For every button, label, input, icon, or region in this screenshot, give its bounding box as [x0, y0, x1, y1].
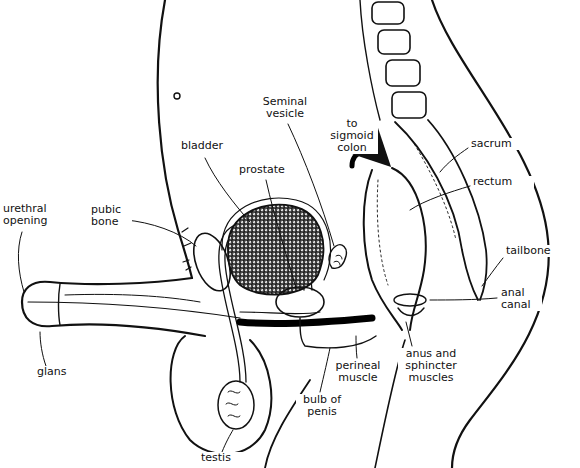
part-label: pubic bone [90, 204, 132, 228]
part-label: bladder [180, 140, 242, 152]
part-label: perineal muscle [328, 360, 388, 384]
part-label: tailbone [505, 245, 567, 257]
part-label: urethral opening [2, 203, 66, 227]
part-label: to sigmoid colon [326, 118, 378, 154]
part-label: bulb of penis [296, 394, 348, 418]
part-label: glans [36, 366, 88, 378]
part-label: rectum [472, 176, 534, 188]
part-label: Seminal vesicle [255, 96, 315, 120]
part-label: anal canal [500, 287, 542, 311]
part-label: prostate [238, 164, 300, 176]
part-label: testis [200, 452, 252, 464]
part-label: sacrum [470, 138, 532, 150]
part-label: anus and sphincter muscles [398, 348, 464, 384]
